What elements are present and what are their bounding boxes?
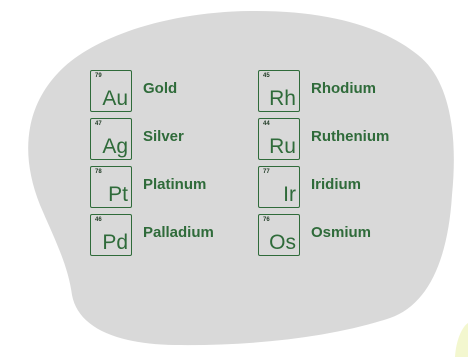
element-tile: 44 Ru <box>258 118 300 160</box>
atomic-number: 46 <box>95 217 102 223</box>
element-symbol: Au <box>102 87 128 110</box>
element-symbol: Ag <box>102 135 128 158</box>
element-symbol: Ir <box>283 183 296 206</box>
element-symbol: Pd <box>102 231 128 254</box>
element-name: Rhodium <box>311 80 376 97</box>
element-tile: 46 Pd <box>90 214 132 256</box>
atomic-number: 45 <box>263 73 270 79</box>
gray-blob-shape <box>28 10 454 346</box>
element-tile: 79 Au <box>90 70 132 112</box>
element-symbol: Ru <box>269 135 296 158</box>
element-tile: 77 Ir <box>258 166 300 208</box>
atomic-number: 77 <box>263 169 270 175</box>
element-tile: 78 Pt <box>90 166 132 208</box>
element-name: Platinum <box>143 176 207 193</box>
element-symbol: Pt <box>108 183 128 206</box>
element-tile: 47 Ag <box>90 118 132 160</box>
atomic-number: 44 <box>263 121 270 127</box>
element-name: Osmium <box>311 224 372 241</box>
element-tile: 45 Rh <box>258 70 300 112</box>
element-name: Palladium <box>143 224 214 241</box>
atomic-number: 47 <box>95 121 102 127</box>
element-name: Silver <box>143 128 184 145</box>
element-name: Ruthenium <box>311 128 390 145</box>
atomic-number: 79 <box>95 73 102 79</box>
atomic-number: 76 <box>263 217 270 223</box>
corner-highlight <box>455 323 468 357</box>
element-symbol: Rh <box>269 87 296 110</box>
element-name: Gold <box>143 80 178 97</box>
element-name: Iridium <box>311 176 362 193</box>
element-symbol: Os <box>269 231 296 254</box>
atomic-number: 78 <box>95 169 102 175</box>
element-tile: 76 Os <box>258 214 300 256</box>
